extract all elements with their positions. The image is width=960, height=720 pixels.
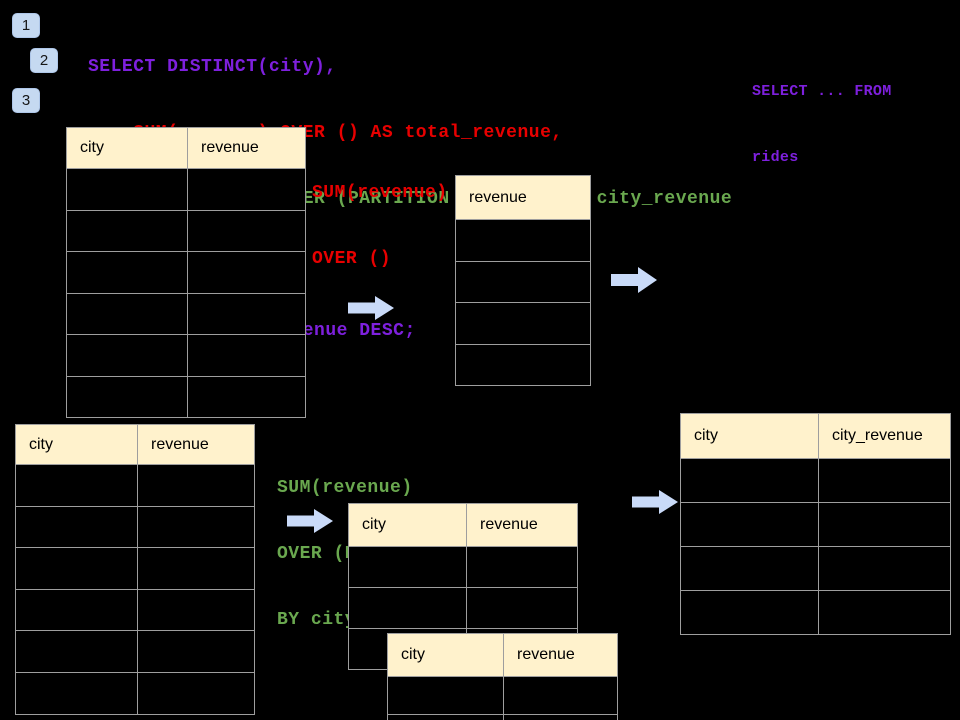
- column-header-revenue: revenue: [187, 128, 305, 168]
- column-header-revenue: revenue: [137, 425, 254, 464]
- table-row: [681, 546, 950, 590]
- annotation-total-revenue: SUM(revenue) OVER (): [312, 138, 448, 314]
- table-partition-overlay: city revenue: [387, 633, 618, 720]
- table-source-bottom: city revenue: [15, 424, 255, 715]
- table-row: [456, 260, 590, 303]
- annotation-line: SUM(revenue): [312, 183, 448, 203]
- column-header-city: city: [67, 128, 187, 168]
- step-badge-label: 2: [39, 52, 49, 69]
- table-header-row: city revenue: [67, 128, 305, 168]
- step-badge-2: 2: [30, 48, 58, 73]
- table-row: [456, 343, 590, 386]
- table-total-result: revenue: [455, 175, 591, 386]
- step-badge-3: 3: [12, 88, 40, 113]
- column-header-city: city: [16, 425, 137, 464]
- side-note-line2: rides: [752, 149, 799, 166]
- arrow-right-icon: [348, 296, 394, 320]
- step-badge-label: 3: [21, 92, 31, 109]
- table-partition-result: city city_revenue: [680, 413, 951, 635]
- table-row: [67, 251, 305, 293]
- column-header-city: city: [681, 414, 818, 458]
- table-row: [681, 458, 950, 502]
- annotation-line: OVER (): [312, 249, 392, 269]
- table-row: [456, 302, 590, 344]
- table-header-row: city revenue: [388, 634, 617, 676]
- table-header-row: city revenue: [16, 425, 254, 464]
- table-row: [67, 168, 305, 210]
- table-row: [681, 590, 950, 634]
- column-header-revenue: revenue: [503, 634, 617, 676]
- table-row: [349, 546, 577, 587]
- column-header-revenue: revenue: [456, 176, 590, 219]
- table-header-row: city city_revenue: [681, 414, 950, 458]
- step-badge-label: 1: [21, 17, 31, 34]
- arrow-right-icon: [632, 490, 678, 514]
- side-note: SELECT ... FROM rides: [752, 37, 892, 213]
- table-source-top: city revenue: [66, 127, 306, 418]
- table-row: [67, 209, 305, 251]
- table-row: [681, 502, 950, 546]
- table-row: [16, 505, 254, 548]
- column-header-city: city: [388, 634, 503, 676]
- column-header-city: city: [349, 504, 466, 546]
- step-badge-1: 1: [12, 13, 40, 38]
- table-row: [388, 676, 617, 714]
- arrow-right-icon: [611, 267, 657, 293]
- annotation-line: SUM(revenue): [277, 478, 413, 498]
- sql-line-select: SELECT DISTINCT(city),: [88, 57, 337, 77]
- table-row: [16, 630, 254, 672]
- table-row: [16, 464, 254, 506]
- table-row: [388, 714, 617, 720]
- table-row: [67, 334, 305, 376]
- table-row: [456, 219, 590, 261]
- table-header-row: city revenue: [349, 504, 577, 546]
- table-row: [16, 671, 254, 714]
- column-header-revenue: revenue: [466, 504, 577, 546]
- table-row: [67, 375, 305, 417]
- table-row: [349, 587, 577, 628]
- column-header-city-revenue: city_revenue: [818, 414, 950, 458]
- table-header-row: revenue: [456, 176, 590, 219]
- table-row: [16, 547, 254, 589]
- arrow-right-icon: [287, 509, 333, 533]
- table-row: [16, 588, 254, 631]
- table-row: [67, 292, 305, 334]
- side-note-line1: SELECT ... FROM: [752, 83, 892, 100]
